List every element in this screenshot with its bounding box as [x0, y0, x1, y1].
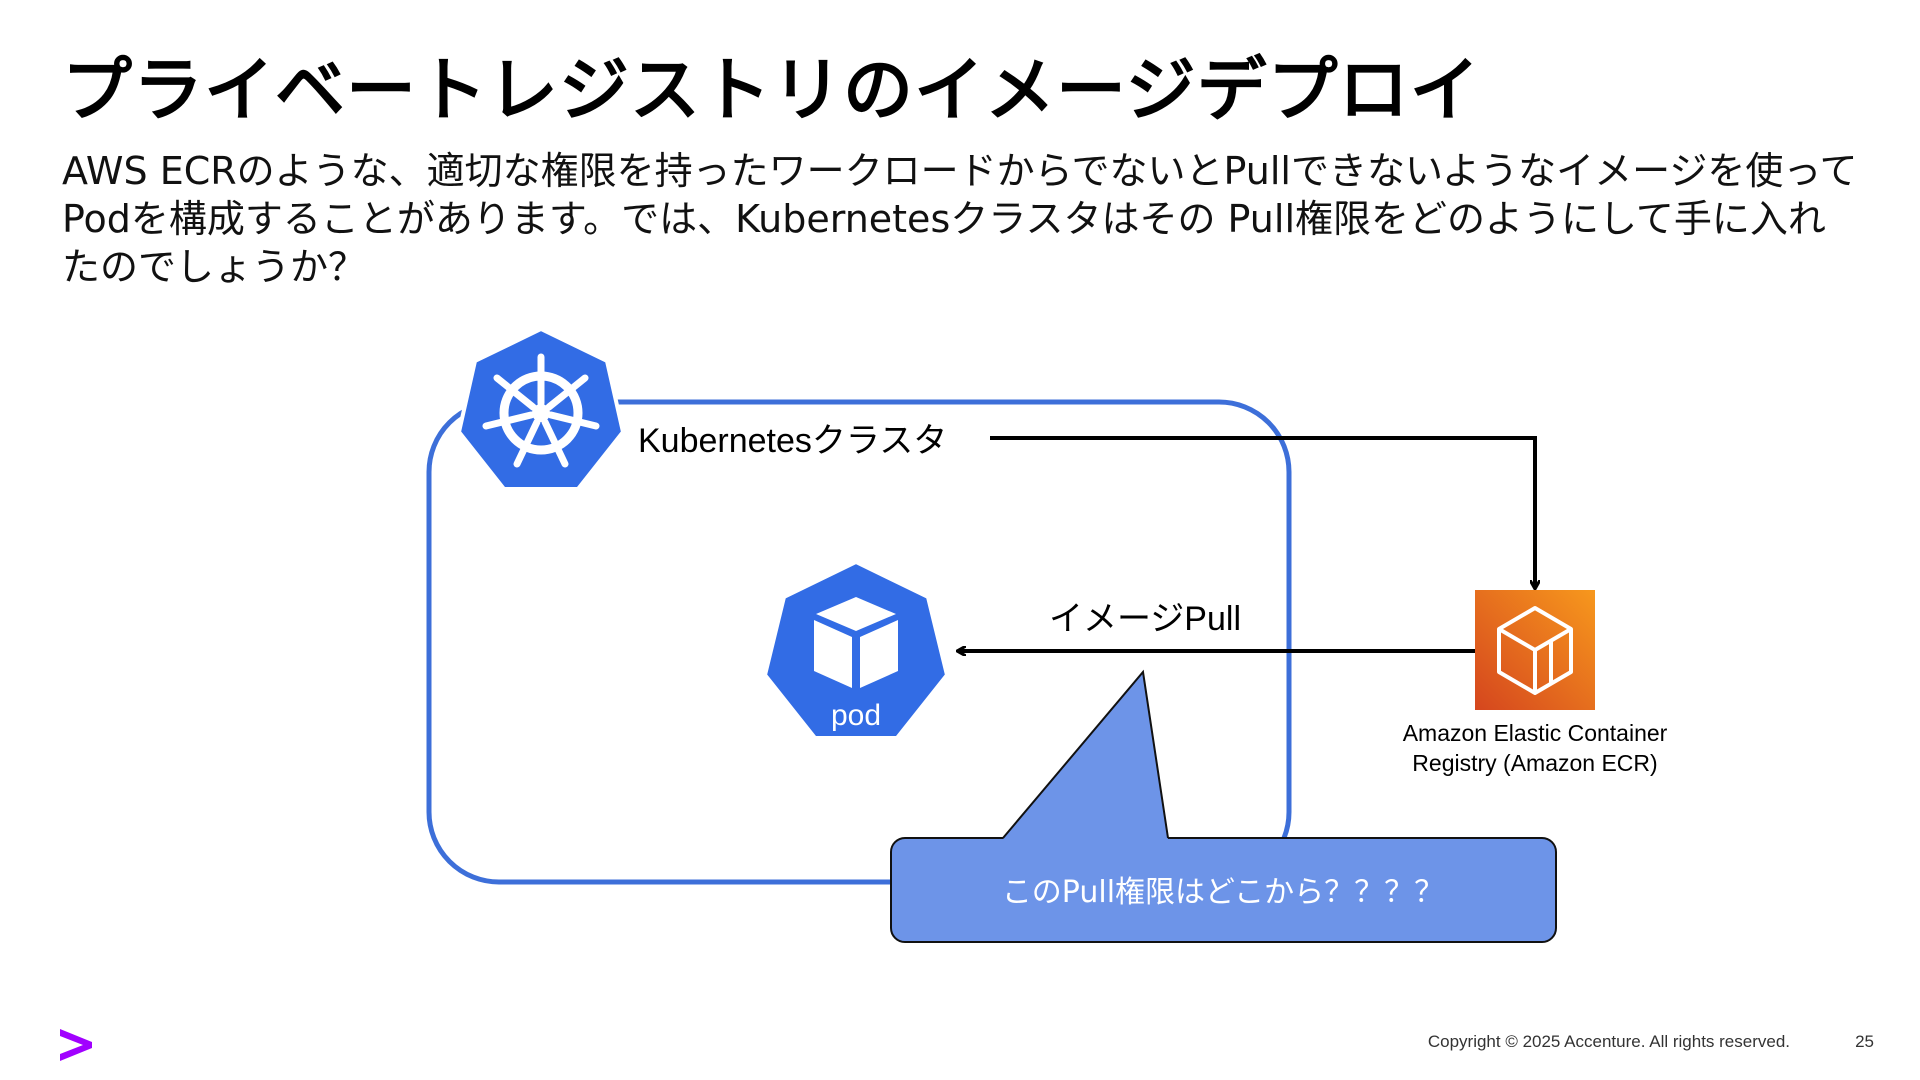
footer-copyright: Copyright © 2025 Accenture. All rights r… [1427, 1032, 1790, 1051]
image-pull-label: イメージPull [1049, 600, 1241, 638]
cluster-boundary [426, 399, 1292, 885]
kubernetes-helm-icon [456, 326, 626, 491]
question-callout [890, 669, 1557, 943]
pod-cube-icon [762, 559, 950, 740]
callout-text: このPull権限はどこから？？？？ [1002, 875, 1444, 910]
ecr-label-line2: Registry (Amazon ECR) [1412, 750, 1657, 776]
ecr-label-line1: Amazon Elastic Container [1403, 720, 1668, 746]
ecr-container-icon [1475, 590, 1595, 710]
cluster-to-ecr-arrow [990, 436, 1535, 588]
footer-page-number: 25 [1855, 1032, 1874, 1051]
pod-label: pod [831, 699, 881, 732]
slide-body-text: AWS ECRのような、適切な権限を持ったワークロードからでないとPullできな… [62, 149, 1858, 289]
slide-title: プライベートレジストリのイメージデプロイ [62, 49, 1481, 131]
cluster-label: Kubernetesクラスタ [638, 422, 947, 460]
accenture-logo-icon [60, 1029, 92, 1061]
